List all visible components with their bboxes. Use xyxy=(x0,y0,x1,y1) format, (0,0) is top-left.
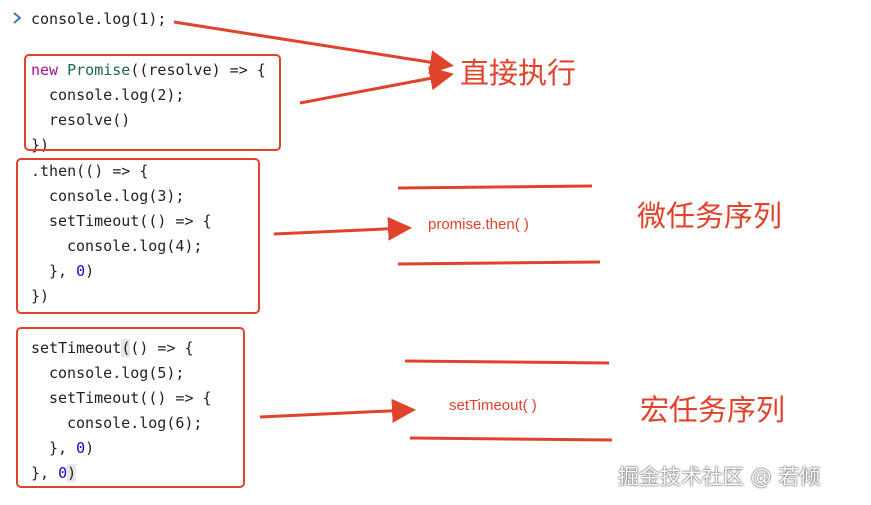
code-line-13: console.log(5); xyxy=(49,363,184,383)
code-line-1: console.log(1); xyxy=(31,9,166,29)
code-text: ) xyxy=(85,439,95,457)
code-line-11: }) xyxy=(31,286,49,306)
param-resolve: resolve xyxy=(148,61,212,79)
code-line-9: console.log(4); xyxy=(67,236,202,256)
code-text: setTimeout(() => { xyxy=(49,389,212,407)
code-text: .then(() => { xyxy=(31,162,149,180)
code-text: () => { xyxy=(130,339,194,357)
code-line-15: console.log(6); xyxy=(67,413,202,433)
code-line-16: }, 0) xyxy=(49,438,94,458)
code-text: ) => { xyxy=(211,61,266,79)
queue-top-line-micro xyxy=(397,184,593,190)
queue-bottom-line-micro xyxy=(397,260,601,266)
label-direct-execution: 直接执行 xyxy=(460,56,577,90)
arrow-line-4 xyxy=(259,398,416,423)
code-line-14: setTimeout(() => { xyxy=(49,388,212,408)
settimeout-callback-box xyxy=(16,327,245,488)
chevron-right-icon xyxy=(13,12,22,24)
bracket-highlight: ) xyxy=(67,464,77,482)
code-text: }, xyxy=(49,262,77,280)
watermark: 掘金技术社区 @ 若倾 xyxy=(618,465,821,489)
arrow-line-1 xyxy=(173,20,454,75)
number-literal: 0 xyxy=(76,439,86,457)
code-text: setTimeout(() => { xyxy=(49,212,212,230)
code-text: resolve() xyxy=(49,111,131,129)
code-text: console.log(3); xyxy=(49,187,185,205)
keyword-new: new xyxy=(31,61,59,79)
code-text: console.log(4); xyxy=(67,237,203,255)
code-text: }) xyxy=(31,287,50,305)
code-text: console.log(5); xyxy=(49,364,185,382)
code-text: }, xyxy=(49,439,77,457)
console-code: console.log(1); new Promise((resolve) =>… xyxy=(0,0,266,482)
code-line-2: new Promise((resolve) => { xyxy=(31,60,266,80)
code-text: console.log(2); xyxy=(49,86,185,104)
code-line-3: console.log(2); xyxy=(49,85,184,105)
then-callback-box xyxy=(16,158,260,314)
code-text: setTimeout xyxy=(31,339,122,357)
queue-item-settimeout: setTimeout( ) xyxy=(449,397,537,414)
code-text: (( xyxy=(130,61,149,79)
code-line-12: setTimeout(() => { xyxy=(31,338,194,358)
class-promise: Promise xyxy=(67,61,131,79)
code-line-8: setTimeout(() => { xyxy=(49,211,212,231)
code-line-4: resolve() xyxy=(49,110,130,130)
queue-item-promise-then: promise.then( ) xyxy=(428,216,529,233)
code-text: }, xyxy=(31,464,59,482)
code-text: ) xyxy=(85,262,95,280)
label-microtask-queue: 微任务序列 xyxy=(637,199,783,233)
arrow-line-3 xyxy=(273,216,412,241)
arrow-line-2 xyxy=(299,66,454,105)
code-text: console.log(1); xyxy=(31,10,167,28)
label-macrotask-queue: 宏任务序列 xyxy=(640,393,786,427)
code-line-10: }, 0) xyxy=(49,261,94,281)
queue-top-line-macro xyxy=(404,359,610,365)
code-line-7: console.log(3); xyxy=(49,186,184,206)
code-line-17: }, 0) xyxy=(31,463,77,483)
bracket-highlight: ( xyxy=(121,339,131,357)
number-literal: 0 xyxy=(58,464,68,482)
queue-bottom-line-macro xyxy=(409,436,613,442)
code-text: console.log(6); xyxy=(67,414,203,432)
number-literal: 0 xyxy=(76,262,86,280)
code-line-6: .then(() => { xyxy=(31,161,148,181)
promise-executor-box xyxy=(24,54,281,151)
